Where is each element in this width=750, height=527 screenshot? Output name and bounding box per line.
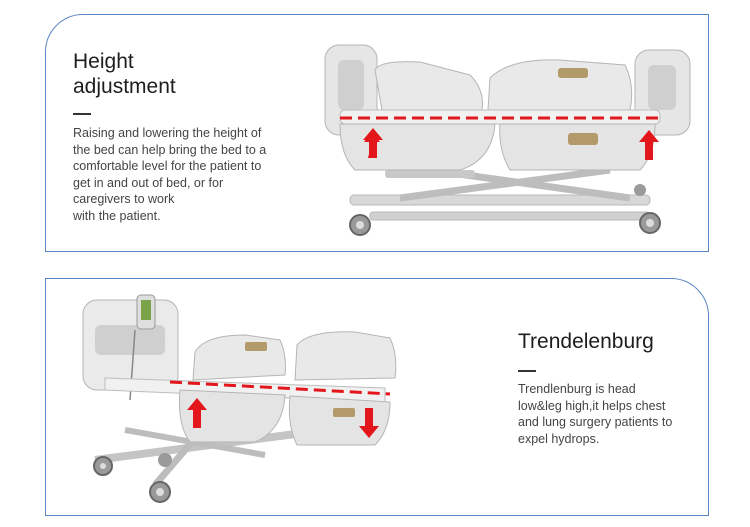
title-divider: [73, 113, 91, 115]
title-divider: [518, 370, 536, 372]
height-adjustment-title: Height adjustment: [73, 50, 176, 98]
trendelenburg-description: Trendlenburg is head low&leg high,it hel…: [518, 382, 673, 446]
hospital-bed-height-image: [324, 44, 691, 236]
hospital-bed-trendelenburg-image: [82, 294, 397, 503]
height-adjustment-description: Raising and lowering the height of the b…: [73, 126, 267, 223]
trendelenburg-title: Trendelenburg: [518, 330, 654, 353]
